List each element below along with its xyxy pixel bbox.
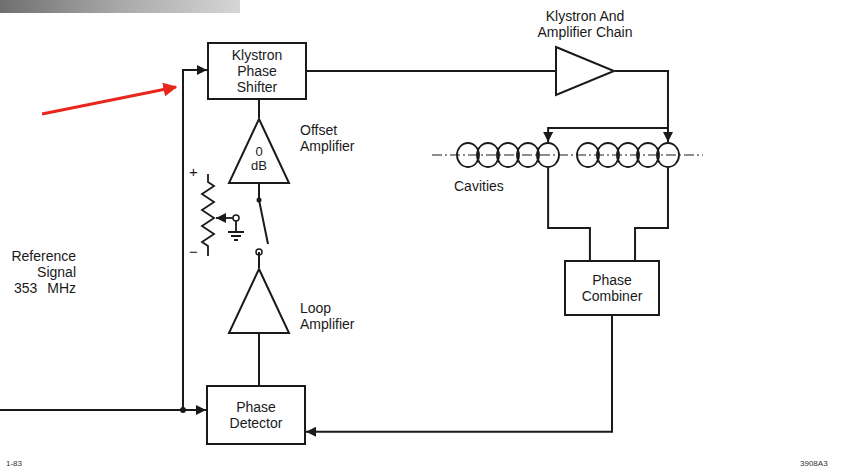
wire-segment	[306, 316, 612, 432]
wire-segment	[258, 100, 260, 118]
beam-axis	[432, 155, 703, 156]
offset-amplifier: 0 dB Offset Amplifier	[228, 118, 378, 186]
polarity-sign: −	[189, 244, 198, 260]
wire-segment	[307, 70, 555, 72]
amplifier-triangle	[555, 46, 615, 96]
junction-dot	[180, 407, 186, 413]
polarity-sign: +	[189, 164, 198, 180]
amplifier-label: Offset Amplifier	[300, 122, 372, 154]
triangle-outline	[556, 47, 614, 95]
amplifier-chain: Klystron And Amplifier Chain	[535, 8, 635, 96]
cavity-cell	[517, 143, 539, 167]
cavity-cell	[477, 143, 499, 167]
box-label: Phase Combiner	[576, 272, 648, 304]
cavity-cell	[497, 143, 519, 167]
cavity-coils	[440, 142, 695, 168]
wire-segment	[548, 128, 668, 142]
signal-connector	[259, 100, 260, 118]
triangle-outline	[229, 269, 289, 333]
wire-segment	[635, 168, 668, 260]
photo-strip	[0, 0, 240, 13]
cavity-label: Cavities	[454, 178, 504, 194]
cavity-cell	[637, 143, 659, 167]
cavity-cell	[597, 143, 619, 167]
resistor-symbol	[202, 174, 214, 256]
signal-connector	[306, 316, 612, 432]
gain-label: 0 dB	[248, 145, 270, 173]
box-label: Phase Detector	[220, 399, 292, 431]
amplifier-heading: Klystron And Amplifier Chain	[535, 8, 635, 40]
wiper-arrow	[216, 217, 233, 219]
signal-label: Reference Signal 353 MHz	[8, 248, 76, 296]
process-box: Phase Combiner	[564, 260, 660, 316]
wire-segment	[259, 184, 268, 268]
figure-number: 3908A3	[800, 459, 828, 468]
process-box: Phase Detector	[206, 385, 306, 445]
signal-connector	[259, 184, 268, 268]
signal-connector	[548, 168, 668, 260]
amplifier-triangle	[228, 268, 290, 334]
process-box: Klystron Phase Shifter	[207, 42, 307, 100]
signal-connector	[259, 334, 260, 385]
cavity-cell	[617, 143, 639, 167]
amplifier-label: Loop Amplifier	[300, 300, 372, 332]
cavity-cell	[537, 143, 559, 167]
cavity-cell	[457, 143, 479, 167]
ground-symbol	[228, 221, 244, 240]
figure-number: 1-83	[6, 459, 22, 468]
switch-contact	[233, 215, 239, 221]
cavity-cell	[577, 143, 599, 167]
pointer-arrow	[42, 87, 176, 114]
triangle-outline	[229, 119, 289, 183]
cavity-string: Cavities	[440, 142, 695, 202]
signal-connector	[307, 71, 555, 72]
box-label: Klystron Phase Shifter	[226, 47, 288, 95]
reference-wire	[0, 409, 206, 411]
wire-segment	[615, 71, 668, 142]
cavity-cell	[657, 143, 679, 167]
wire-segment	[258, 334, 260, 385]
wire-segment	[548, 168, 590, 260]
loop-amplifier: Loop Amplifier	[228, 268, 378, 336]
